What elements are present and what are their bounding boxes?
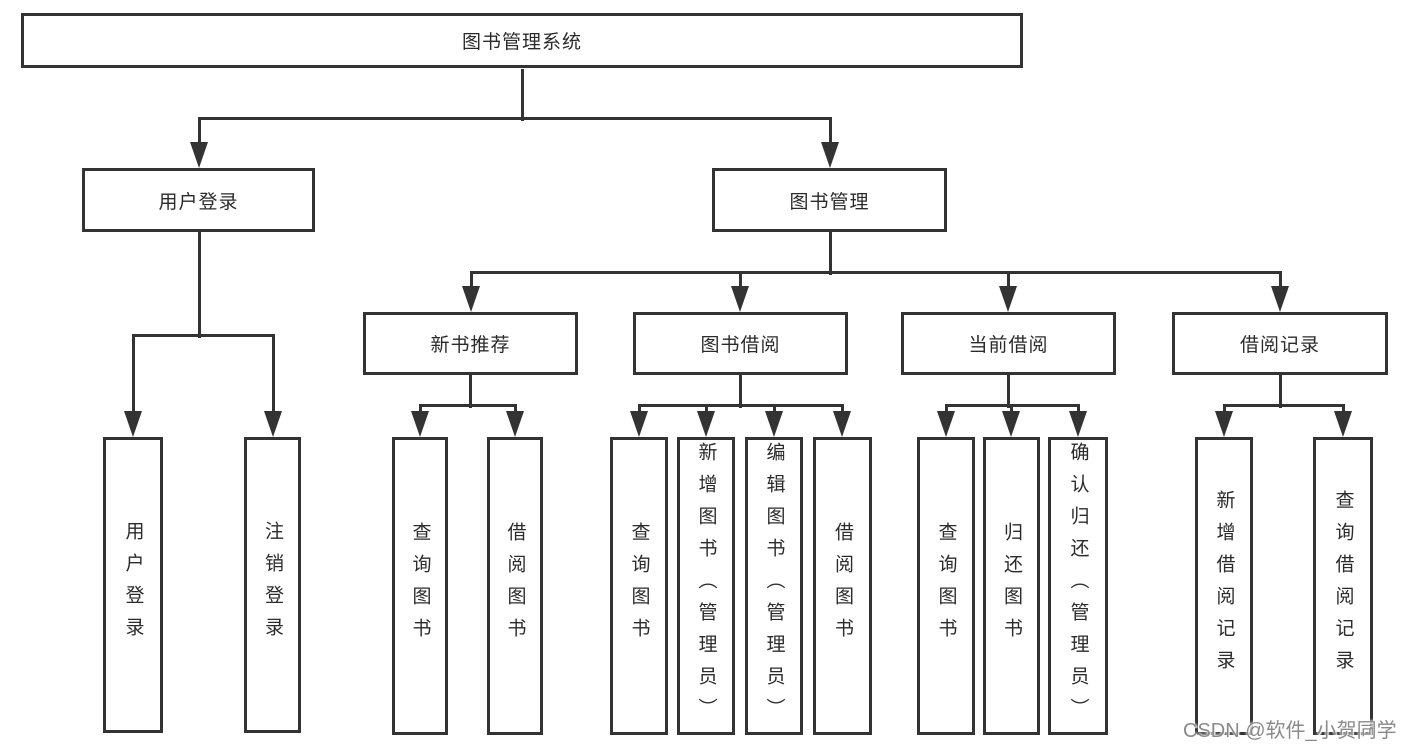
node-label: 新增图书（管理员） [695, 442, 717, 730]
arrow-down-icon [630, 411, 648, 437]
connector-line [1222, 403, 1345, 407]
node-borrowing-records: 借阅记录 [1172, 312, 1388, 375]
node-edit-books-admin: 编辑图书（管理员） [745, 437, 803, 735]
node-new-book-recommendation: 新书推荐 [363, 312, 578, 375]
node-label: 查询图书 [409, 522, 431, 650]
node-confirm-return-admin: 确认归还（管理员） [1048, 437, 1108, 735]
node-book-management: 图书管理 [712, 168, 947, 232]
connector-line [637, 403, 844, 407]
arrow-down-icon [999, 286, 1017, 312]
node-query-borrowing-record: 查询借阅记录 [1313, 437, 1373, 735]
arrow-down-icon [411, 411, 429, 437]
arrow-down-icon [190, 142, 208, 168]
node-label: 当前借阅 [968, 335, 1049, 356]
connector-line [1278, 375, 1282, 408]
node-borrow-books-2: 借阅图书 [813, 437, 872, 735]
connector-line [738, 272, 742, 290]
arrow-down-icon [506, 411, 524, 437]
node-label: 用户登录 [122, 521, 144, 649]
connector-line [637, 405, 641, 415]
connector-line [828, 118, 832, 146]
arrow-down-icon [1271, 286, 1289, 312]
connector-line [468, 375, 472, 408]
node-label: 图书管理系统 [461, 32, 582, 53]
connector-line [840, 405, 844, 415]
node-label: 新增借阅记录 [1213, 490, 1235, 682]
connector-line [1009, 405, 1013, 415]
node-book-borrowing: 图书借阅 [633, 312, 848, 375]
node-borrow-books-1: 借阅图书 [487, 437, 543, 735]
node-label: 查询借阅记录 [1332, 490, 1354, 682]
node-add-borrowing-record: 新增借阅记录 [1195, 437, 1253, 735]
node-label: 借阅图书 [504, 522, 526, 650]
connector-line [197, 116, 832, 120]
connector-line [197, 118, 201, 146]
arrow-down-icon [1334, 411, 1352, 437]
connector-line [271, 335, 275, 415]
connector-line [772, 405, 776, 415]
arrow-down-icon [697, 411, 715, 437]
arrow-down-icon [937, 411, 955, 437]
connector-line [418, 403, 517, 407]
node-query-books-1: 查询图书 [392, 437, 448, 735]
connector-line [1006, 375, 1010, 408]
node-label: 归还图书 [1001, 522, 1022, 650]
connector-line [828, 232, 832, 275]
connector-line [944, 405, 948, 415]
node-label: 借阅记录 [1239, 335, 1320, 356]
connector-line [1222, 405, 1226, 415]
connector-line [131, 335, 135, 415]
connector-line [738, 375, 742, 408]
arrow-down-icon [833, 411, 851, 437]
node-label: 新书推荐 [430, 335, 511, 356]
node-query-books-2: 查询图书 [610, 437, 668, 735]
connector-line [469, 272, 473, 290]
node-label: 编辑图书（管理员） [763, 442, 785, 730]
connector-line [1341, 405, 1345, 415]
node-label: 查询图书 [628, 522, 650, 650]
connector-line [418, 405, 422, 415]
node-query-books-3: 查询图书 [917, 437, 975, 735]
node-current-borrowing: 当前借阅 [901, 312, 1116, 375]
arrow-down-icon [1069, 411, 1087, 437]
connector-line [131, 333, 275, 337]
connector-line [1076, 405, 1080, 415]
node-label: 确认归还（管理员） [1067, 442, 1089, 730]
node-label: 查询图书 [935, 522, 957, 650]
node-user-login: 用户登录 [103, 437, 163, 733]
arrow-down-icon [1002, 411, 1020, 437]
node-label: 注销登录 [262, 521, 283, 649]
arrow-down-icon [731, 286, 749, 312]
node-label: 图书借阅 [700, 335, 781, 356]
node-label: 图书管理 [789, 191, 870, 213]
node-label: 用户登录 [158, 191, 239, 213]
csdn-watermark: CSDN @软件_小贺同学 [1183, 720, 1397, 742]
connector-line [469, 270, 1282, 274]
arrow-down-icon [462, 286, 480, 312]
node-add-books-admin: 新增图书（管理员） [677, 437, 735, 735]
node-root: 图书管理系统 [21, 13, 1023, 68]
node-logout-login: 注销登录 [244, 437, 301, 733]
arrow-down-icon [1215, 411, 1233, 437]
node-user-login-branch: 用户登录 [82, 168, 315, 232]
connector-line [1278, 272, 1282, 290]
arrow-down-icon [124, 411, 142, 437]
arrow-down-icon [765, 411, 783, 437]
connector-line [520, 69, 524, 121]
node-return-books: 归还图书 [983, 437, 1040, 735]
connector-line [1006, 272, 1010, 290]
connector-line [197, 232, 201, 338]
arrow-down-icon [264, 411, 282, 437]
arrow-down-icon [821, 142, 839, 168]
connector-line [704, 405, 708, 415]
node-label: 借阅图书 [832, 522, 853, 650]
connector-line [513, 405, 517, 415]
